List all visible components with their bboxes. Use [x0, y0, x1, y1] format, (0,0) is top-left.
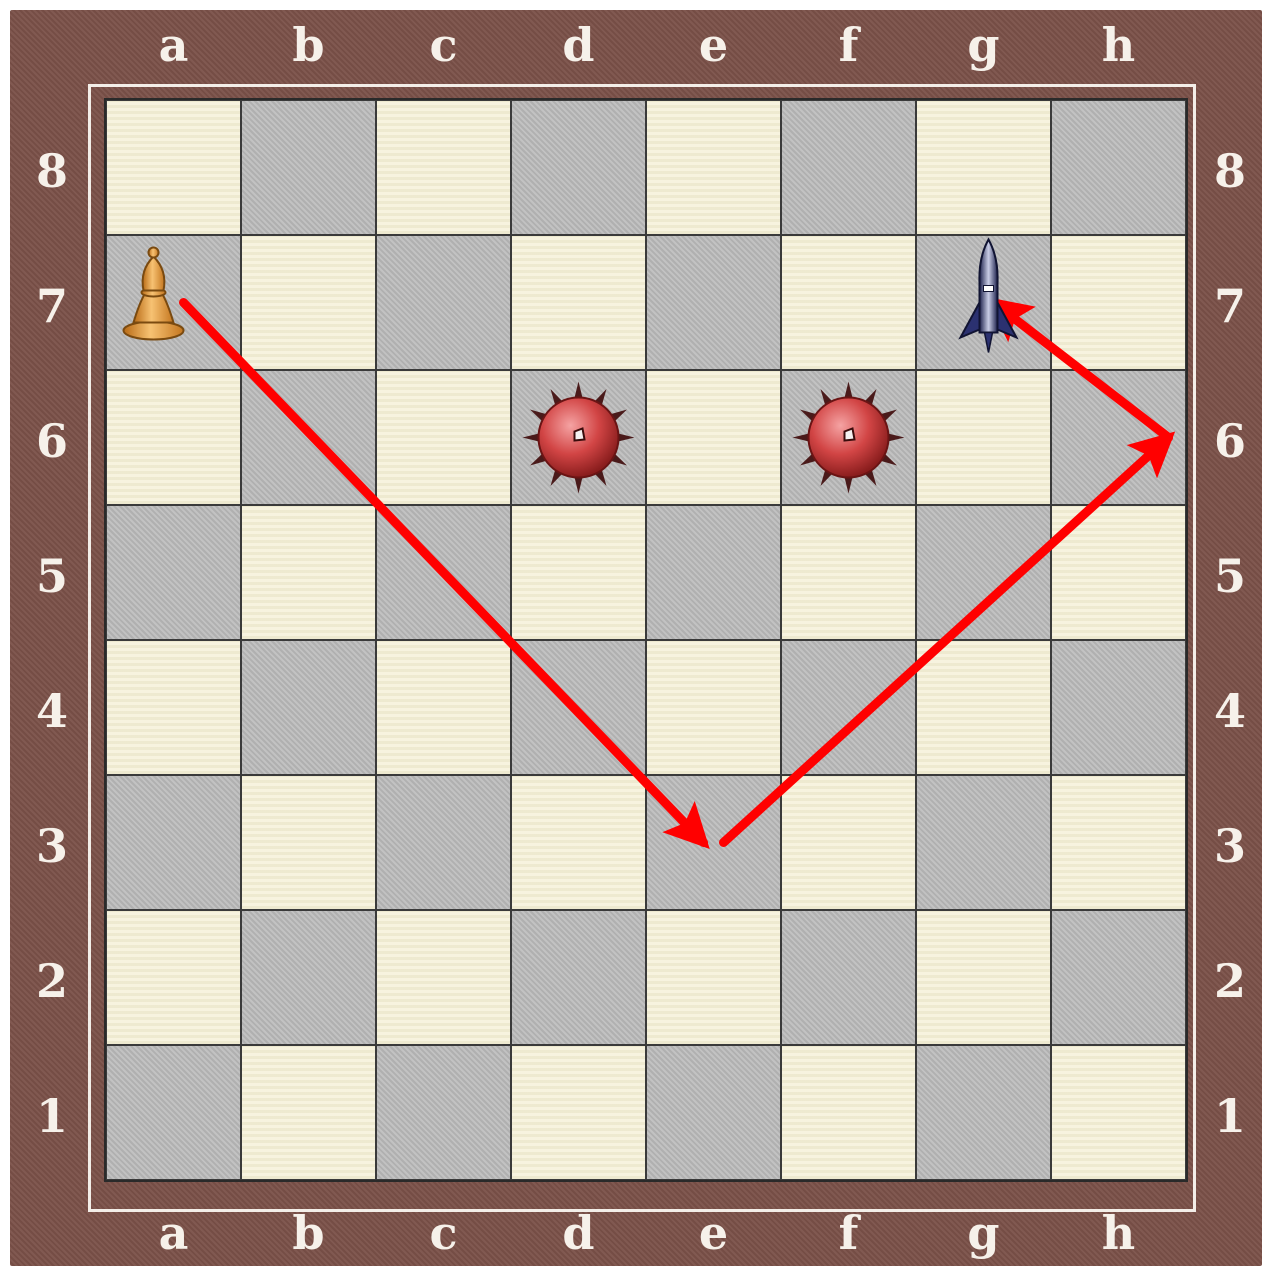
square-g5[interactable]	[916, 505, 1051, 640]
square-d4[interactable]	[511, 640, 646, 775]
square-d1[interactable]	[511, 1045, 646, 1180]
square-e6[interactable]	[646, 370, 781, 505]
chess-board	[106, 100, 1186, 1180]
square-a1[interactable]	[106, 1045, 241, 1180]
square-g2[interactable]	[916, 910, 1051, 1045]
square-g8[interactable]	[916, 100, 1051, 235]
square-a8[interactable]	[106, 100, 241, 235]
file-label-bottom-a: a	[106, 1210, 241, 1256]
file-label-bottom-g: g	[916, 1210, 1051, 1256]
square-g7[interactable]	[916, 235, 1051, 370]
file-label-bottom-c: c	[376, 1210, 511, 1256]
square-b5[interactable]	[241, 505, 376, 640]
square-d2[interactable]	[511, 910, 646, 1045]
square-b7[interactable]	[241, 235, 376, 370]
rank-label-left-6: 6	[22, 418, 82, 464]
square-g3[interactable]	[916, 775, 1051, 910]
square-a7[interactable]	[106, 235, 241, 370]
square-a2[interactable]	[106, 910, 241, 1045]
square-b1[interactable]	[241, 1045, 376, 1180]
rank-label-left-7: 7	[22, 283, 82, 329]
square-d7[interactable]	[511, 235, 646, 370]
square-f5[interactable]	[781, 505, 916, 640]
square-d3[interactable]	[511, 775, 646, 910]
square-h8[interactable]	[1051, 100, 1186, 235]
rank-label-right-8: 8	[1200, 148, 1260, 194]
file-label-top-d: d	[511, 22, 646, 68]
square-a6[interactable]	[106, 370, 241, 505]
rank-label-left-8: 8	[22, 148, 82, 194]
square-f4[interactable]	[781, 640, 916, 775]
square-c3[interactable]	[376, 775, 511, 910]
file-label-bottom-e: e	[646, 1210, 781, 1256]
square-b2[interactable]	[241, 910, 376, 1045]
square-d6[interactable]	[511, 370, 646, 505]
file-label-bottom-b: b	[241, 1210, 376, 1256]
square-e5[interactable]	[646, 505, 781, 640]
square-h6[interactable]	[1051, 370, 1186, 505]
square-g1[interactable]	[916, 1045, 1051, 1180]
square-f2[interactable]	[781, 910, 916, 1045]
square-a5[interactable]	[106, 505, 241, 640]
file-label-bottom-d: d	[511, 1210, 646, 1256]
file-label-top-c: c	[376, 22, 511, 68]
rank-label-left-5: 5	[22, 553, 82, 599]
square-h4[interactable]	[1051, 640, 1186, 775]
file-label-top-b: b	[241, 22, 376, 68]
square-h5[interactable]	[1051, 505, 1186, 640]
rank-label-right-4: 4	[1200, 688, 1260, 734]
square-b6[interactable]	[241, 370, 376, 505]
file-label-top-h: h	[1051, 22, 1186, 68]
rank-label-right-5: 5	[1200, 553, 1260, 599]
square-g6[interactable]	[916, 370, 1051, 505]
rank-label-right-2: 2	[1200, 958, 1260, 1004]
square-e4[interactable]	[646, 640, 781, 775]
square-c7[interactable]	[376, 235, 511, 370]
square-b4[interactable]	[241, 640, 376, 775]
file-label-top-e: e	[646, 22, 781, 68]
square-f3[interactable]	[781, 775, 916, 910]
rank-label-left-2: 2	[22, 958, 82, 1004]
square-c1[interactable]	[376, 1045, 511, 1180]
rank-label-left-1: 1	[22, 1093, 82, 1139]
square-c2[interactable]	[376, 910, 511, 1045]
square-d5[interactable]	[511, 505, 646, 640]
square-c6[interactable]	[376, 370, 511, 505]
rank-label-right-3: 3	[1200, 823, 1260, 869]
square-a4[interactable]	[106, 640, 241, 775]
square-f1[interactable]	[781, 1045, 916, 1180]
file-label-bottom-f: f	[781, 1210, 916, 1256]
square-c5[interactable]	[376, 505, 511, 640]
rank-label-left-3: 3	[22, 823, 82, 869]
square-e1[interactable]	[646, 1045, 781, 1180]
rank-label-right-1: 1	[1200, 1093, 1260, 1139]
square-c8[interactable]	[376, 100, 511, 235]
square-a3[interactable]	[106, 775, 241, 910]
square-c4[interactable]	[376, 640, 511, 775]
square-e2[interactable]	[646, 910, 781, 1045]
file-label-top-f: f	[781, 22, 916, 68]
file-label-bottom-h: h	[1051, 1210, 1186, 1256]
rank-label-right-6: 6	[1200, 418, 1260, 464]
square-e8[interactable]	[646, 100, 781, 235]
square-f7[interactable]	[781, 235, 916, 370]
square-f8[interactable]	[781, 100, 916, 235]
file-label-top-a: a	[106, 22, 241, 68]
rank-label-right-7: 7	[1200, 283, 1260, 329]
square-e7[interactable]	[646, 235, 781, 370]
square-d8[interactable]	[511, 100, 646, 235]
file-label-top-g: g	[916, 22, 1051, 68]
square-g4[interactable]	[916, 640, 1051, 775]
rank-label-left-4: 4	[22, 688, 82, 734]
square-b3[interactable]	[241, 775, 376, 910]
square-h3[interactable]	[1051, 775, 1186, 910]
square-h2[interactable]	[1051, 910, 1186, 1045]
square-e3[interactable]	[646, 775, 781, 910]
square-h7[interactable]	[1051, 235, 1186, 370]
square-b8[interactable]	[241, 100, 376, 235]
square-f6[interactable]	[781, 370, 916, 505]
square-h1[interactable]	[1051, 1045, 1186, 1180]
